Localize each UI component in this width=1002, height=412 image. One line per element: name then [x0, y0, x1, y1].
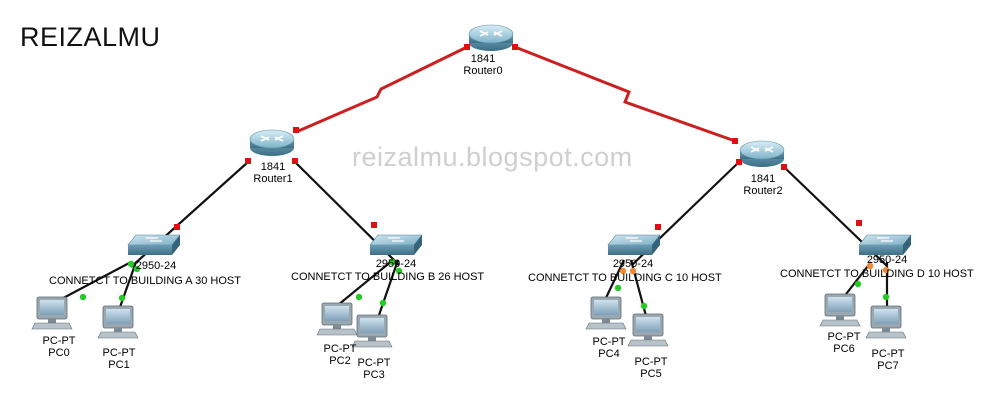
- pc-type: PC-PT: [871, 348, 905, 360]
- link-switch2-pc4: [603, 259, 625, 303]
- port-indicator: [629, 267, 637, 275]
- router-name: Router2: [743, 185, 783, 197]
- switch0-model: 2950-24: [135, 260, 177, 272]
- port-indicator: [118, 294, 126, 302]
- pc-type: PC-PT: [827, 331, 861, 343]
- diagram-title: REIZALMU: [20, 22, 161, 52]
- port-indicator: [127, 260, 135, 268]
- router1-label: 1841 Router1: [253, 161, 292, 185]
- pc-icon[interactable]: [316, 302, 358, 336]
- link-switch1-pc2: [337, 259, 394, 306]
- port-indicator: [866, 262, 874, 270]
- pc-icon[interactable]: [31, 296, 73, 330]
- port-indicator: [388, 258, 396, 266]
- switch1-note: CONNETCT TO BUILDING B 26 HOST: [291, 271, 485, 283]
- port-indicator: [464, 44, 470, 50]
- pc-icon[interactable]: [351, 314, 393, 348]
- pc-icon[interactable]: [97, 305, 139, 339]
- router-model: 1841: [470, 53, 496, 65]
- serial-link-router0-router2: [514, 45, 736, 143]
- link-switch0-pc1: [117, 261, 138, 311]
- switch-icon[interactable]: [858, 234, 912, 255]
- switch1-model: 2950-24: [375, 258, 417, 270]
- switch2-note: CONNETCT TO BUILDING C 10 HOST: [528, 272, 722, 284]
- switch-icon[interactable]: [369, 234, 423, 255]
- port-indicator: [655, 224, 661, 230]
- pc-name: PC1: [108, 359, 130, 371]
- switch2-model: 2950-24: [612, 258, 654, 270]
- router-icon[interactable]: [249, 129, 295, 156]
- pc-type: PC-PT: [102, 347, 136, 359]
- port-indicator: [736, 159, 742, 165]
- port-indicator: [619, 267, 627, 275]
- port-indicator: [856, 220, 862, 226]
- switch3-note: CONNETCT TO BUILDING D 10 HOST: [780, 268, 974, 280]
- port-indicator: [395, 267, 403, 275]
- switch-icon[interactable]: [607, 234, 661, 255]
- pc-type: PC-PT: [42, 335, 76, 347]
- switch0-note: CONNETCT TO BUILDING A 30 HOST: [49, 275, 241, 287]
- router-icon[interactable]: [739, 140, 785, 167]
- router-model: 1841: [750, 173, 776, 185]
- pc-icon[interactable]: [819, 293, 861, 327]
- port-indicator: [640, 302, 648, 310]
- link-switch1-pc3: [376, 259, 400, 319]
- port-indicator: [882, 293, 890, 301]
- up-port-indicators: [79, 258, 890, 310]
- pc-icon[interactable]: [585, 296, 627, 330]
- serial-link-router0-router1: [295, 45, 468, 134]
- pc1-label: PC-PT PC1: [103, 347, 136, 371]
- pc-name: PC3: [363, 369, 385, 381]
- port-indicator: [371, 222, 377, 228]
- switch-icon[interactable]: [127, 234, 181, 255]
- port-indicator: [854, 280, 862, 288]
- port-indicator: [379, 299, 387, 307]
- port-indicator: [781, 164, 787, 170]
- serial-port-indicators: [174, 44, 862, 230]
- port-indicator: [174, 224, 180, 230]
- pc-name: PC2: [329, 355, 351, 367]
- pc4-label: PC-PT PC4: [593, 336, 626, 360]
- pc-name: PC4: [598, 348, 620, 360]
- pc7-label: PC-PT PC7: [872, 348, 905, 372]
- port-indicator: [355, 293, 363, 301]
- pc-type: PC-PT: [323, 343, 357, 355]
- router-model: 1841: [260, 161, 286, 173]
- router-name: Router0: [463, 65, 503, 77]
- port-indicator: [732, 138, 738, 144]
- watermark-text: reizalmu.blogspot.com: [352, 142, 633, 172]
- pc-name: PC5: [640, 368, 662, 380]
- pc2-label: PC-PT PC2: [324, 343, 357, 367]
- port-indicator: [79, 293, 87, 301]
- pc-type: PC-PT: [592, 336, 626, 348]
- port-indicator: [293, 127, 299, 133]
- switch3-model: 2950-24: [866, 254, 908, 266]
- pc0-label: PC-PT PC0: [43, 335, 76, 359]
- router2-label: 1841 Router2: [743, 173, 782, 197]
- port-indicator: [614, 284, 622, 292]
- pc-name: PC0: [48, 347, 70, 359]
- pc-type: PC-PT: [634, 356, 668, 368]
- pc5-label: PC-PT PC5: [635, 356, 668, 380]
- port-indicator: [882, 266, 890, 274]
- pc6-label: PC-PT PC6: [828, 331, 861, 355]
- router0-label: 1841 Router0: [463, 53, 502, 77]
- pc3-label: PC-PT PC3: [358, 357, 391, 381]
- pc-name: PC6: [833, 343, 855, 355]
- link-switch3-pc6: [842, 261, 872, 299]
- port-indicator: [133, 265, 141, 273]
- router-icon[interactable]: [468, 24, 514, 51]
- port-indicator: [512, 44, 518, 50]
- pc-type: PC-PT: [357, 357, 391, 369]
- pc-name: PC7: [877, 360, 899, 372]
- pc-icon[interactable]: [627, 313, 669, 347]
- router-name: Router1: [253, 173, 293, 185]
- port-indicator: [245, 158, 251, 164]
- blocked-port-indicators: [619, 262, 890, 275]
- pc-icon[interactable]: [865, 305, 907, 339]
- port-indicator: [292, 158, 298, 164]
